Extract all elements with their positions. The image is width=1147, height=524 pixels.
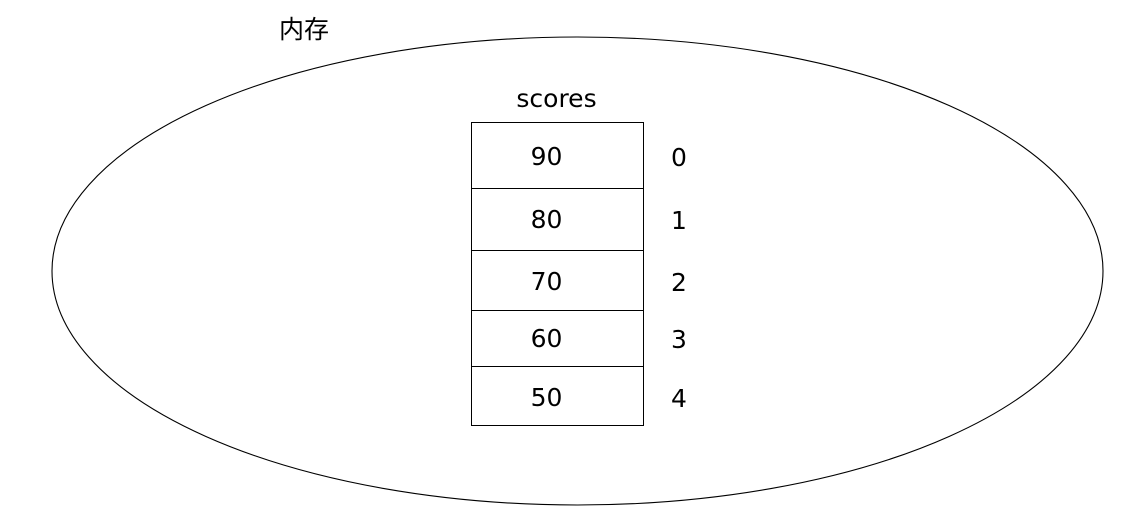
memory-region-label: 内存 bbox=[279, 15, 330, 44]
array-cell-index: 1 bbox=[671, 206, 687, 235]
array-cell-value: 60 bbox=[530, 324, 563, 353]
array-cell-row: 90 0 bbox=[472, 123, 687, 189]
array-cell-value: 50 bbox=[530, 383, 563, 412]
array-cell-value: 70 bbox=[530, 267, 563, 296]
array-name-label: scores bbox=[516, 84, 597, 113]
array-cell-row: 70 2 bbox=[472, 251, 687, 311]
array-cell-index: 2 bbox=[671, 268, 687, 297]
array-table: 90 0 80 1 70 2 60 3 50 4 bbox=[471, 122, 687, 426]
array-cell-row: 60 3 bbox=[472, 311, 687, 367]
array-cell-value: 90 bbox=[530, 142, 563, 171]
array-cell-index: 3 bbox=[671, 325, 687, 354]
array-cell-value: 80 bbox=[530, 205, 563, 234]
array-cell-row: 80 1 bbox=[472, 189, 687, 251]
ellipse-shape bbox=[51, 36, 1104, 506]
array-cell-index: 4 bbox=[671, 384, 687, 413]
array-cell-row: 50 4 bbox=[472, 367, 687, 426]
array-cell-index: 0 bbox=[671, 143, 687, 172]
